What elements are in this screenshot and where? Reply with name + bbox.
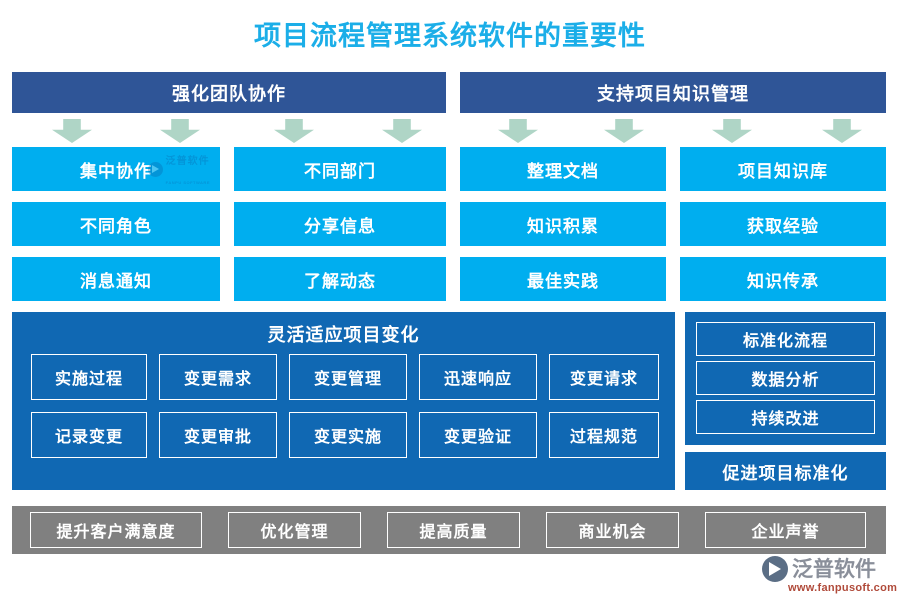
- feature-cell-label: 最佳实践: [527, 271, 599, 291]
- change-cell-label: 变更审批: [183, 429, 252, 446]
- down-arrow-icon-8: [822, 119, 862, 143]
- change-cell-label: 实施过程: [54, 371, 123, 388]
- outcome-item-label: 企业声誉: [751, 524, 820, 541]
- feature-cell-1-4[interactable]: 项目知识库: [680, 147, 886, 191]
- down-arrow-icon-2: [160, 119, 200, 143]
- feature-cell-3-4[interactable]: 知识传承: [680, 257, 886, 301]
- change-panel-title: 灵活适应项目变化: [267, 325, 420, 345]
- standard-item-3[interactable]: 持续改进: [696, 400, 875, 434]
- down-arrow-icon-4: [382, 119, 422, 143]
- standard-item-label: 持续改进: [751, 411, 820, 428]
- change-cell-1-5[interactable]: 变更请求: [549, 354, 659, 400]
- feature-cell-label: 分享信息: [304, 216, 376, 236]
- feature-cell-1-3[interactable]: 整理文档: [460, 147, 666, 191]
- feature-cell-2-2[interactable]: 分享信息: [234, 202, 446, 246]
- change-cell-1-1[interactable]: 实施过程: [31, 354, 147, 400]
- standardization-footer-label: 促进项目标准化: [722, 463, 849, 483]
- standard-item-2[interactable]: 数据分析: [696, 361, 875, 395]
- standard-item-label: 标准化流程: [742, 333, 828, 350]
- feature-cell-2-1[interactable]: 不同角色: [12, 202, 220, 246]
- feature-cell-3-1[interactable]: 消息通知: [12, 257, 220, 301]
- down-arrow-icon-1: [52, 119, 92, 143]
- change-cell-1-3[interactable]: 变更管理: [289, 354, 407, 400]
- fanpu-logo-icon: [762, 556, 788, 582]
- change-cell-1-4[interactable]: 迅速响应: [419, 354, 537, 400]
- feature-cell-1-2[interactable]: 不同部门: [234, 147, 446, 191]
- feature-cell-3-2[interactable]: 了解动态: [234, 257, 446, 301]
- change-cell-label: 变更验证: [443, 429, 512, 446]
- change-cell-label: 变更实施: [313, 429, 382, 446]
- outcomes-bar: [12, 506, 886, 554]
- change-cell-label: 过程规范: [569, 429, 638, 446]
- standard-item-1[interactable]: 标准化流程: [696, 322, 875, 356]
- outcome-item-label: 提升客户满意度: [56, 524, 176, 541]
- change-cell-label: 变更需求: [183, 371, 252, 388]
- change-adaptation-panel: 灵活适应项目变化 实施过程 变更需求 变更管理 迅速响应 变更请求 记录变更 变…: [12, 312, 675, 490]
- feature-cell-2-3[interactable]: 知识积累: [460, 202, 666, 246]
- change-cell-2-1[interactable]: 记录变更: [31, 412, 147, 458]
- outcome-item-3[interactable]: 提高质量: [387, 512, 520, 548]
- change-cell-label: 变更请求: [569, 371, 638, 388]
- header-bar-label: 支持项目知识管理: [597, 83, 749, 104]
- brand-logo-name: 泛普软件: [792, 557, 876, 581]
- header-bar-knowledge-management: 支持项目知识管理: [460, 72, 886, 113]
- standardization-panel: 标准化流程 数据分析 持续改进: [685, 312, 886, 445]
- change-cell-label: 记录变更: [54, 429, 123, 446]
- standardization-footer[interactable]: 促进项目标准化: [685, 452, 886, 490]
- outcome-item-label: 商业机会: [578, 524, 647, 541]
- feature-cell-1-1[interactable]: 集中协作 泛普软件 FANPU SOFTWARE: [12, 147, 220, 191]
- brand-logo: 泛普软件 www.fanpusoft.com: [762, 556, 898, 596]
- change-cell-2-3[interactable]: 变更实施: [289, 412, 407, 458]
- change-cell-2-2[interactable]: 变更审批: [159, 412, 277, 458]
- feature-cell-label: 不同角色: [80, 216, 152, 236]
- outcome-item-label: 优化管理: [260, 524, 329, 541]
- header-bar-label: 强化团队协作: [172, 83, 286, 104]
- header-bar-team-collaboration: 强化团队协作: [12, 72, 446, 113]
- feature-cell-label: 知识传承: [747, 271, 819, 291]
- brand-logo-row: 泛普软件: [762, 556, 894, 582]
- down-arrow-icon-7: [712, 119, 752, 143]
- feature-cell-label: 不同部门: [304, 161, 376, 181]
- page-title: 项目流程管理系统软件的重要性: [254, 21, 646, 51]
- feature-cell-label: 消息通知: [80, 271, 152, 291]
- feature-cell-label: 整理文档: [527, 161, 599, 181]
- standard-item-label: 数据分析: [751, 372, 820, 389]
- feature-cell-2-4[interactable]: 获取经验: [680, 202, 886, 246]
- down-arrow-icon-3: [274, 119, 314, 143]
- feature-cell-label: 了解动态: [304, 271, 376, 291]
- change-cell-label: 迅速响应: [443, 371, 512, 388]
- change-cell-2-4[interactable]: 变更验证: [419, 412, 537, 458]
- feature-cell-label: 集中协作: [80, 161, 152, 181]
- outcome-item-4[interactable]: 商业机会: [546, 512, 679, 548]
- change-cell-1-2[interactable]: 变更需求: [159, 354, 277, 400]
- outcome-item-5[interactable]: 企业声誉: [705, 512, 866, 548]
- change-cell-2-5[interactable]: 过程规范: [549, 412, 659, 458]
- outcome-item-2[interactable]: 优化管理: [228, 512, 361, 548]
- down-arrow-icon-6: [604, 119, 644, 143]
- outcome-item-1[interactable]: 提升客户满意度: [30, 512, 202, 548]
- watermark-brand: 泛普软件: [165, 156, 210, 167]
- feature-cell-3-3[interactable]: 最佳实践: [460, 257, 666, 301]
- feature-cell-label: 项目知识库: [738, 161, 828, 181]
- feature-cell-label: 知识积累: [527, 216, 599, 236]
- watermark-sub: FANPU SOFTWARE: [165, 180, 210, 185]
- brand-watermark: 泛普软件 FANPU SOFTWARE: [147, 149, 210, 189]
- brand-logo-url: www.fanpusoft.com: [788, 582, 898, 594]
- feature-cell-label: 获取经验: [747, 216, 819, 236]
- change-cell-label: 变更管理: [313, 371, 382, 388]
- down-arrow-icon-5: [498, 119, 538, 143]
- outcome-item-label: 提高质量: [419, 524, 488, 541]
